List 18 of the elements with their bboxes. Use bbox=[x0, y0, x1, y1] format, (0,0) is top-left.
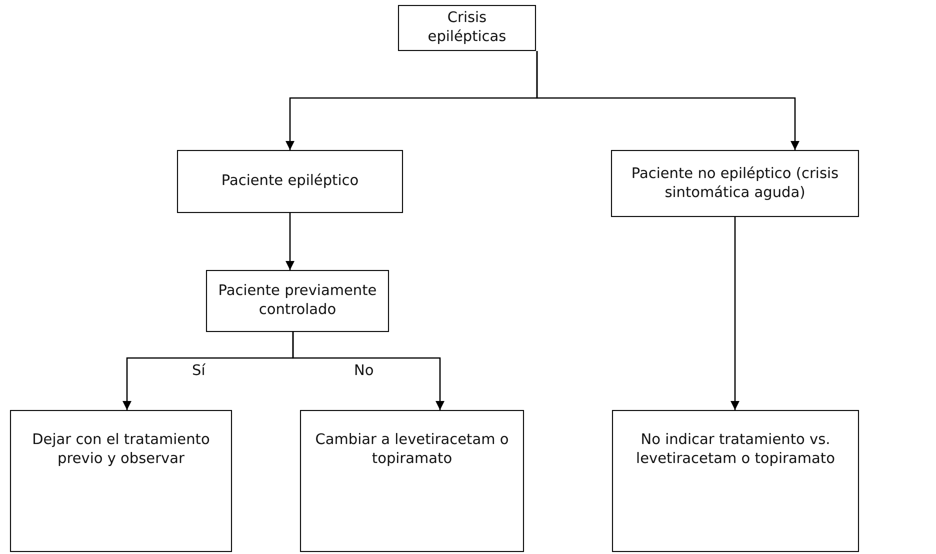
arrow bbox=[292, 332, 444, 410]
process-box bbox=[300, 410, 524, 552]
arrow bbox=[286, 213, 294, 270]
process-box bbox=[10, 410, 232, 552]
box-text: Dejar con el tratamiento previo y observar bbox=[31, 431, 211, 469]
arrow bbox=[536, 51, 800, 150]
process-box bbox=[611, 150, 859, 217]
arrow bbox=[730, 217, 740, 410]
box-text: Crisis epilépticas bbox=[426, 9, 508, 47]
box-text: Cambiar a levetiracetam o topiramato bbox=[314, 431, 510, 469]
process-box bbox=[398, 5, 536, 51]
box-text: Paciente epiléptico bbox=[221, 172, 359, 191]
process-box bbox=[177, 150, 403, 213]
box-text: Paciente previamente controlado bbox=[217, 282, 378, 320]
box-text: Paciente no epiléptico (crisis sintomática aguda) bbox=[630, 164, 840, 202]
box-text: No indicar tratamiento vs. levetiracetam o topiramato bbox=[635, 431, 836, 469]
process-box bbox=[206, 270, 389, 332]
process-box bbox=[612, 410, 859, 552]
